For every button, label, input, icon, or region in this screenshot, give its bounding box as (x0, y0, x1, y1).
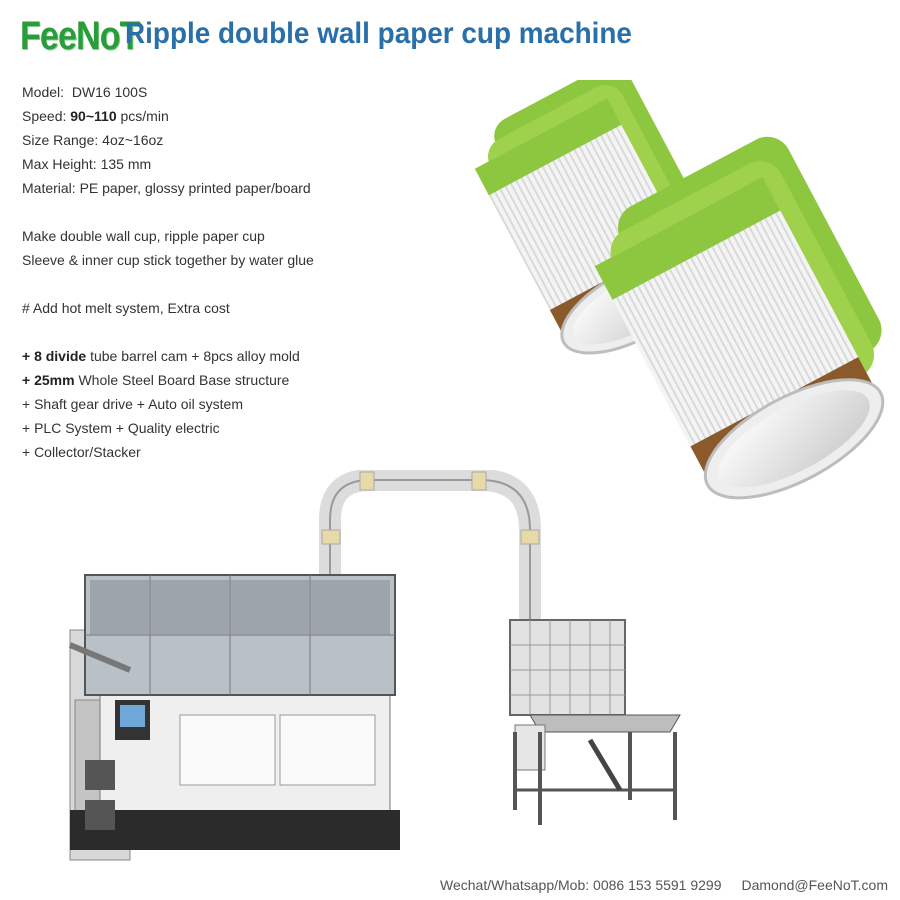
page-title: Ripple double wall paper cup machine (125, 17, 632, 50)
spec-max-height: Max Height: 135 mm (22, 156, 152, 172)
conveyor-tube (319, 470, 541, 631)
spec-model: Model: DW16 100S (22, 84, 148, 100)
contact-footer: Wechat/Whatsapp/Mob: 0086 153 5591 9299 D… (420, 877, 888, 893)
brand-logo: FeeNoT (20, 14, 140, 58)
spec-size-range: Size Range: 4oz~16oz (22, 132, 164, 148)
spec-list: Model: DW16 100S Speed: 90~110 pcs/min S… (22, 80, 442, 464)
machine-image (68, 470, 681, 861)
contact-phone: Wechat/Whatsapp/Mob: 0086 153 5591 9299 (440, 877, 722, 893)
contact-email: Damond@FeeNoT.com (741, 877, 889, 893)
desc-line-1: Make double wall cup, ripple paper cup (22, 228, 265, 244)
feature-3: + Shaft gear drive + Auto oil system (22, 396, 244, 412)
feature-1: + 8 divide tube barrel cam + 8pcs alloy … (22, 348, 300, 364)
hot-melt-note: # Add hot melt system, Extra cost (22, 300, 230, 316)
cup-machine (68, 574, 400, 861)
large-cup-stack (594, 136, 885, 500)
feature-2: + 25mm Whole Steel Board Base structure (22, 372, 290, 388)
collector-stacker (509, 619, 681, 825)
feature-5: + Collector/Stacker (22, 444, 141, 460)
spec-speed: Speed: 90~110 pcs/min (22, 108, 169, 124)
spec-material: Material: PE paper, glossy printed paper… (22, 180, 311, 196)
cup-stacks-image (474, 80, 885, 500)
desc-line-2: Sleeve & inner cup stick together by wat… (22, 252, 314, 268)
feature-4: + PLC System + Quality electric (22, 420, 220, 436)
